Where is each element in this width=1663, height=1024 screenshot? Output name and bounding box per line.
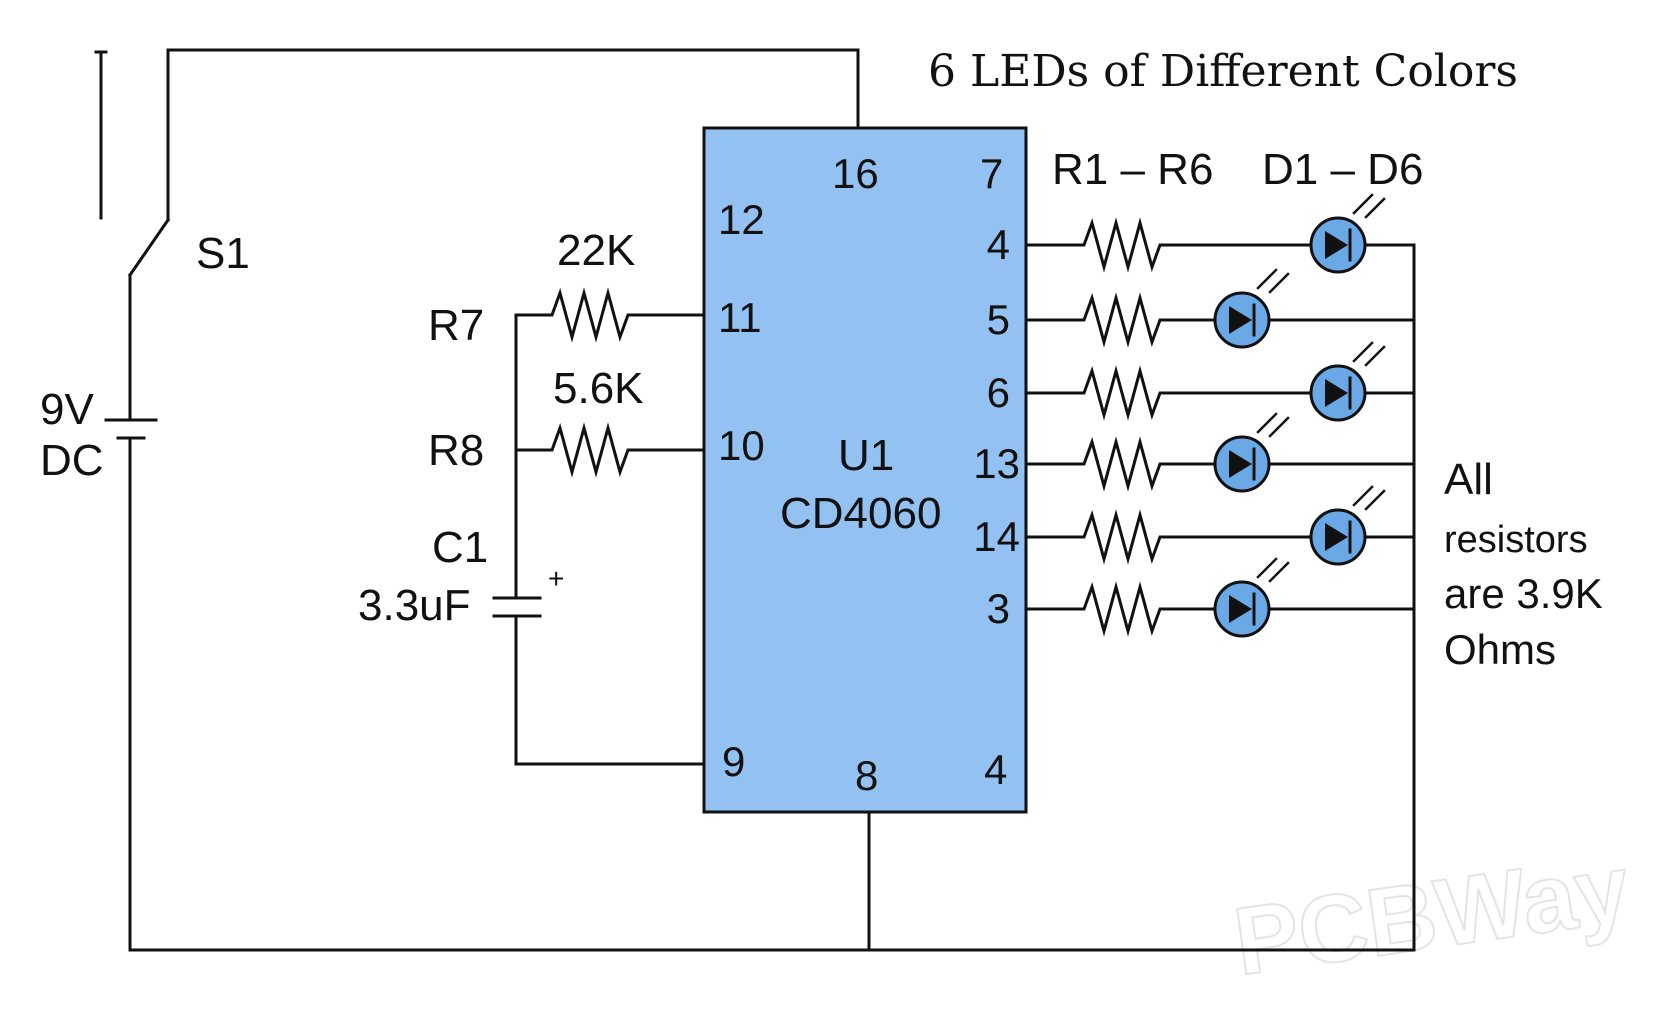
r7-resistor — [538, 291, 642, 339]
led-symbol — [1309, 193, 1386, 274]
led-group-label: D1 – D6 — [1262, 145, 1423, 194]
r7-value: 22K — [557, 226, 635, 275]
output-channel: 6 — [987, 341, 1416, 422]
ic-u1-body — [702, 126, 1028, 814]
power-wiring — [94, 48, 1416, 952]
output-resistor — [1070, 585, 1174, 633]
led-symbol — [1213, 412, 1290, 493]
note-line-1: All — [1444, 455, 1493, 504]
output-pin-label: 4 — [987, 221, 1010, 268]
ic-pin-10: 10 — [718, 422, 765, 469]
led-symbol — [1213, 557, 1290, 638]
ic-pin-16: 16 — [832, 150, 879, 197]
r7-name: R7 — [428, 301, 484, 350]
switch-blade — [127, 217, 171, 278]
r8-resistor — [538, 426, 642, 474]
output-resistor — [1070, 369, 1174, 417]
ic-pin-12: 12 — [718, 196, 765, 243]
output-channel: 4 — [987, 193, 1416, 274]
battery-label-type: DC — [40, 436, 104, 485]
output-resistor — [1070, 440, 1174, 488]
watermark: PCBWay — [1228, 835, 1636, 996]
note-line-2: resistors — [1444, 519, 1588, 561]
c1-name: C1 — [432, 523, 488, 572]
output-resistor — [1070, 296, 1174, 344]
c1-value: 3.3uF — [358, 581, 471, 630]
ic-pin-8: 8 — [855, 752, 878, 799]
ic-part-number: CD4060 — [780, 489, 941, 538]
output-resistor — [1070, 513, 1174, 561]
output-channel: 13 — [973, 412, 1416, 493]
output-pin-label: 3 — [987, 585, 1010, 632]
note-line-4: Ohms — [1444, 626, 1556, 673]
output-channel: 3 — [987, 557, 1416, 638]
ic-pin-4-bottom: 4 — [984, 746, 1007, 793]
rc-network-wiring — [514, 313, 706, 766]
led-symbol — [1213, 268, 1290, 349]
output-channel: 5 — [987, 268, 1416, 349]
led-symbol — [1309, 485, 1386, 566]
battery-label-voltage: 9V — [40, 385, 94, 434]
output-pin-label: 14 — [973, 513, 1020, 560]
battery-symbol — [104, 418, 158, 440]
output-resistor — [1070, 221, 1174, 269]
c1-capacitor — [492, 596, 542, 618]
ic-name: U1 — [838, 431, 894, 480]
ic-pin-7: 7 — [980, 150, 1003, 197]
led-symbol — [1309, 341, 1386, 422]
r8-value: 5.6K — [553, 364, 644, 413]
note-line-3: are 3.9K — [1444, 570, 1603, 617]
c1-polarity-mark: + — [548, 563, 564, 594]
output-pin-label: 13 — [973, 440, 1020, 487]
resistor-group-label: R1 – R6 — [1052, 145, 1213, 194]
ic-pin-11: 11 — [718, 294, 762, 341]
output-pin-label: 6 — [987, 369, 1010, 416]
diagram-title: 6 LEDs of Different Colors — [928, 46, 1518, 97]
output-channel: 14 — [973, 485, 1416, 566]
ic-pin-9: 9 — [722, 738, 745, 785]
switch-label: S1 — [196, 229, 250, 278]
r8-name: R8 — [428, 426, 484, 475]
output-pin-label: 5 — [987, 296, 1010, 343]
